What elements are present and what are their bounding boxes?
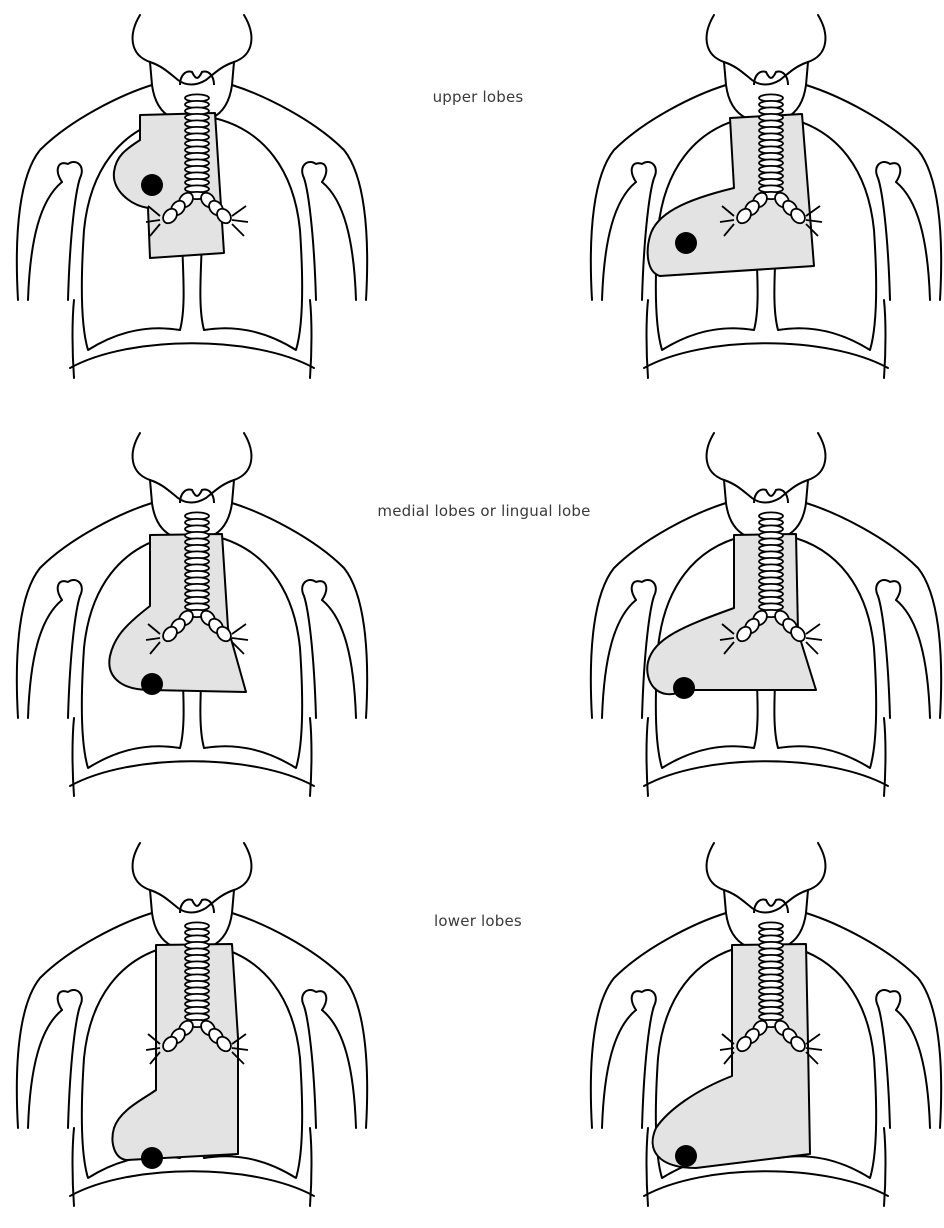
neck-right <box>212 480 234 536</box>
arm-left-inner <box>28 1010 62 1128</box>
shoulder-right <box>232 85 367 300</box>
arm-left-inner <box>602 182 636 300</box>
arm-right-inner <box>322 600 356 718</box>
chest-diagram-lower-left <box>10 828 370 1228</box>
neck-left <box>150 890 172 946</box>
humerus-right <box>876 162 900 300</box>
chest-diagram-lower-right <box>584 828 944 1228</box>
tumor-dot <box>675 232 697 254</box>
bronchial-branch-right <box>806 638 822 640</box>
upper-left-svg <box>10 0 370 400</box>
bronchial-branch-right <box>806 642 818 654</box>
treatment-field <box>648 114 814 276</box>
neck-right <box>212 62 234 118</box>
treatment-field <box>109 534 246 692</box>
neck-left <box>150 480 172 536</box>
arm-right-inner <box>322 182 356 300</box>
bronchial-branch-right <box>232 220 248 222</box>
tumor-dot <box>673 677 695 699</box>
medial-right-svg <box>584 418 944 818</box>
arm-right-inner <box>896 182 930 300</box>
humerus-right <box>302 162 326 300</box>
humerus-left <box>58 990 82 1128</box>
bronchial-branch-right <box>232 638 248 640</box>
neck-right <box>212 890 234 946</box>
shoulder-right <box>806 913 941 1128</box>
arm-right-inner <box>896 1010 930 1128</box>
shoulder-right <box>806 503 941 718</box>
tumor-dot <box>141 1147 163 1169</box>
chest-diagram-medial-right <box>584 418 944 818</box>
humerus-left <box>58 162 82 300</box>
humerus-right <box>876 580 900 718</box>
bronchial-branch-right <box>232 206 246 216</box>
arm-right-inner <box>322 1010 356 1128</box>
diaphragm <box>644 761 888 786</box>
diaphragm <box>70 1171 314 1196</box>
lower-left-svg <box>10 828 370 1228</box>
humerus-left <box>58 580 82 718</box>
treatment-field <box>113 944 239 1160</box>
shoulder-right <box>232 503 367 718</box>
medial-left-svg <box>10 418 370 818</box>
chest-diagram-upper-right <box>584 0 944 400</box>
neck-right <box>786 890 808 946</box>
bronchial-branch-right <box>806 624 820 634</box>
treatment-field <box>647 534 816 694</box>
bronchial-branch-right <box>232 224 244 236</box>
neck-left <box>724 480 746 536</box>
humerus-left <box>632 580 656 718</box>
humerus-right <box>302 580 326 718</box>
diaphragm <box>644 1171 888 1196</box>
diaphragm <box>70 343 314 368</box>
tumor-dot <box>141 174 163 196</box>
neck-left <box>150 62 172 118</box>
diaphragm <box>70 761 314 786</box>
tumor-dot <box>141 673 163 695</box>
neck-right <box>786 480 808 536</box>
arm-left-inner <box>602 600 636 718</box>
shoulder-right <box>232 913 367 1128</box>
label-upper-lobes: upper lobes <box>433 88 524 106</box>
neck-left <box>724 890 746 946</box>
chest-diagram-upper-left <box>10 0 370 400</box>
label-medial-lobes: medial lobes or lingual lobe <box>377 502 590 520</box>
lower-right-svg <box>584 828 944 1228</box>
arm-left-inner <box>28 600 62 718</box>
shoulder-right <box>806 85 941 300</box>
bronchial-branch-right <box>232 624 246 634</box>
arm-left-inner <box>28 182 62 300</box>
chest-diagram-medial-left <box>10 418 370 818</box>
humerus-right <box>876 990 900 1128</box>
tumor-dot <box>675 1145 697 1167</box>
upper-right-svg <box>584 0 944 400</box>
humerus-left <box>632 990 656 1128</box>
arm-left-inner <box>602 1010 636 1128</box>
diaphragm <box>644 343 888 368</box>
humerus-right <box>302 990 326 1128</box>
neck-left <box>724 62 746 118</box>
shoulder-left <box>17 913 152 1128</box>
arm-right-inner <box>896 600 930 718</box>
neck-right <box>786 62 808 118</box>
label-lower-lobes: lower lobes <box>434 912 522 930</box>
